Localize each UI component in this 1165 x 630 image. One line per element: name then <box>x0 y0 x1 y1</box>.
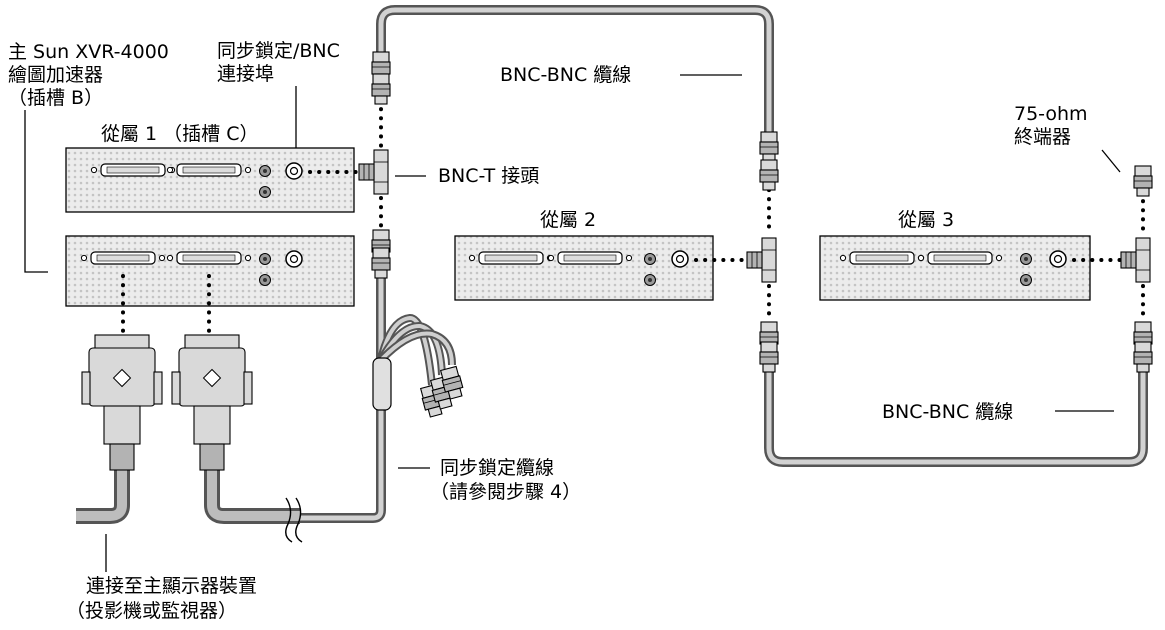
genlock-cable-label: 同步鎖定纜線 （請參閱步驟 4） <box>430 457 581 503</box>
master-card-line1: 主 Sun XVR-4000 <box>8 41 169 63</box>
dvi-plugs <box>81 334 253 471</box>
master-card-line2: 繪圖加速器 <box>8 64 103 86</box>
terminator-leader <box>1101 149 1121 173</box>
connection-dots <box>121 98 1145 340</box>
master-card-label: 主 Sun XVR-4000 繪圖加速器 （插槽 B） <box>8 41 169 109</box>
slave2-board <box>454 235 714 301</box>
display-cables <box>76 460 303 543</box>
display-device-label: 連接至主顯示器裝置 （投影機或監視器） <box>66 575 257 622</box>
bnc-t-label: BNC-T 接頭 <box>438 165 539 187</box>
terminator-line2: 終端器 <box>1014 126 1071 148</box>
terminator-label: 75-ohm 終端器 <box>1014 103 1088 148</box>
genlock-cable-line1: 同步鎖定纜線 <box>440 457 554 479</box>
slave1-label: 從屬 1 （插槽 C） <box>101 123 258 145</box>
bnc-cable-top-label: BNC-BNC 纜線 <box>500 64 631 86</box>
master-card-leader <box>24 110 48 273</box>
slave1-board <box>65 147 355 213</box>
genlock-cable-line2: （請參閱步驟 4） <box>430 481 581 503</box>
genlock-port-line2: 連接埠 <box>217 63 274 85</box>
genlock-cable <box>295 265 456 523</box>
genlock-port-line1: 同步鎖定/BNC <box>217 40 340 62</box>
bnc-cable-bottom-label: BNC-BNC 纜線 <box>882 401 1013 423</box>
master-card-line3: （插槽 B） <box>8 87 103 109</box>
slave3-label: 從屬 3 <box>898 209 954 231</box>
slave3-board <box>819 235 1091 301</box>
display-device-line1: 連接至主顯示器裝置 <box>86 575 257 597</box>
genlock-port-label: 同步鎖定/BNC 連接埠 <box>217 40 340 85</box>
terminator-line1: 75-ohm <box>1014 103 1088 125</box>
slave2-label: 從屬 2 <box>540 209 596 231</box>
display-device-line2: （投影機或監視器） <box>66 600 237 622</box>
bnc-cable-bottom <box>764 363 1148 467</box>
bnc-cable-top <box>376 5 774 143</box>
